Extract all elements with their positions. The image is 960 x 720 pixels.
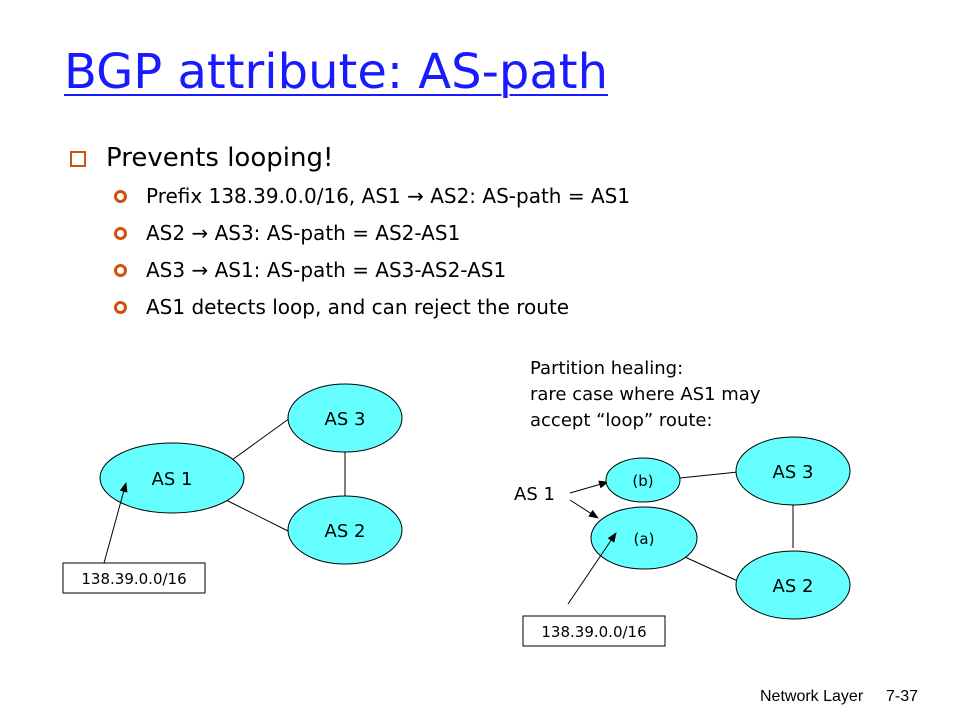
right-as2-label: AS 2 [773, 576, 814, 597]
sub-bullet-text: AS1 detects loop, and can reject the rou… [146, 295, 570, 319]
sub-bullet: Prefix 138.39.0.0/16, AS1 → AS2: AS-path… [70, 178, 630, 215]
right-as3-label: AS 3 [773, 462, 814, 483]
left-prefix-arrow [103, 482, 128, 564]
right-prefix-box: 138.39.0.0/16 [522, 615, 666, 647]
note-line: accept “loop” route: [530, 410, 713, 431]
right-prefix-label: 138.39.0.0/16 [541, 623, 646, 641]
left-node-as1: AS 1 [99, 442, 245, 514]
sub-bullet: AS2 → AS3: AS-path = AS2-AS1 [70, 215, 630, 252]
left-prefix-label: 138.39.0.0/16 [81, 570, 186, 588]
sub-bullet: AS1 detects loop, and can reject the rou… [70, 289, 630, 326]
link-as1-as3 [231, 417, 291, 461]
ring-bullet-icon [114, 301, 127, 314]
sub-bullet-text: AS2 → AS3: AS-path = AS2-AS1 [146, 221, 461, 245]
right-node-b: (b) [605, 457, 681, 503]
sub-bullet-text: Prefix 138.39.0.0/16, AS1 → AS2: AS-path… [146, 184, 631, 208]
right-as1-label: AS 1 [514, 484, 555, 505]
link-as1-as2 [225, 499, 291, 533]
left-as3-label: AS 3 [325, 409, 366, 430]
ring-bullet-icon [114, 190, 127, 203]
as1-to-b-arrow [569, 480, 609, 494]
bullet-main: Prevents looping! [70, 138, 630, 178]
link-b-as3 [679, 471, 739, 479]
left-node-as3: AS 3 [287, 383, 403, 453]
right-prefix-arrow [567, 532, 617, 605]
slide-title: BGP attribute: AS-path [64, 44, 609, 100]
bullet-main-text: Prevents looping! [106, 143, 334, 173]
left-as2-label: AS 2 [325, 521, 366, 542]
ring-bullet-icon [114, 264, 127, 277]
ring-bullet-icon [114, 227, 127, 240]
left-prefix-box: 138.39.0.0/16 [62, 562, 206, 594]
partition-note: Partition healing: rare case where AS1 m… [530, 356, 760, 434]
right-b-label: (b) [632, 472, 653, 490]
left-node-as2: AS 2 [287, 495, 403, 565]
square-bullet-icon [70, 151, 86, 167]
footer-page-number: 7-37 [886, 688, 919, 705]
note-line: rare case where AS1 may [530, 384, 761, 405]
sub-bullet-text: AS3 → AS1: AS-path = AS3-AS2-AS1 [146, 258, 507, 282]
right-node-as3: AS 3 [735, 436, 851, 506]
note-line: Partition healing: [530, 358, 684, 379]
bullet-list: Prevents looping! Prefix 138.39.0.0/16, … [70, 138, 630, 326]
sub-bullet: AS3 → AS1: AS-path = AS3-AS2-AS1 [70, 252, 630, 289]
link-a-as2 [675, 552, 741, 583]
right-node-as2: AS 2 [735, 550, 851, 620]
as1-to-a-arrow [569, 499, 599, 519]
right-a-label: (a) [634, 530, 655, 548]
right-node-a: (a) [590, 506, 698, 570]
left-as1-label: AS 1 [152, 469, 193, 490]
footer-section: Network Layer [760, 688, 864, 705]
